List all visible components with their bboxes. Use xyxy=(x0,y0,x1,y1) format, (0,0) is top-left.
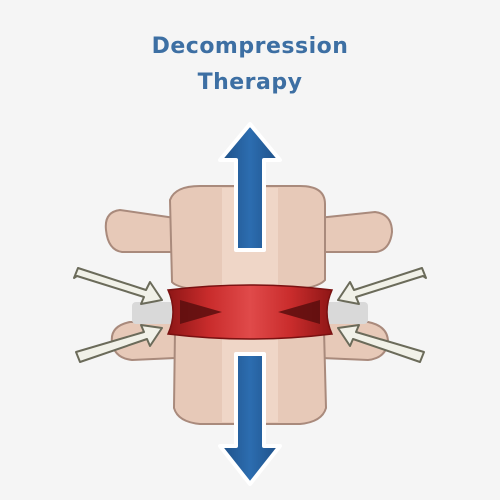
inward-arrow-icon-upper-left xyxy=(73,267,163,305)
disc-left-wedge xyxy=(180,300,222,324)
intervertebral-disc xyxy=(166,284,334,340)
arrow-down-icon xyxy=(218,352,282,486)
upper-left-process xyxy=(104,208,176,253)
arrow-up-icon xyxy=(218,122,282,252)
upper-right-process xyxy=(317,210,394,253)
title-line-2: Therapy xyxy=(197,70,303,95)
inward-arrow-icon-lower-right xyxy=(337,324,425,363)
disc-right-wedge xyxy=(278,300,320,324)
lower-vertebra xyxy=(110,320,390,425)
inward-arrow-icon-upper-right xyxy=(337,267,427,305)
title-line-1: Decompression xyxy=(151,34,349,59)
inward-arrow-icon-lower-left xyxy=(75,324,163,363)
